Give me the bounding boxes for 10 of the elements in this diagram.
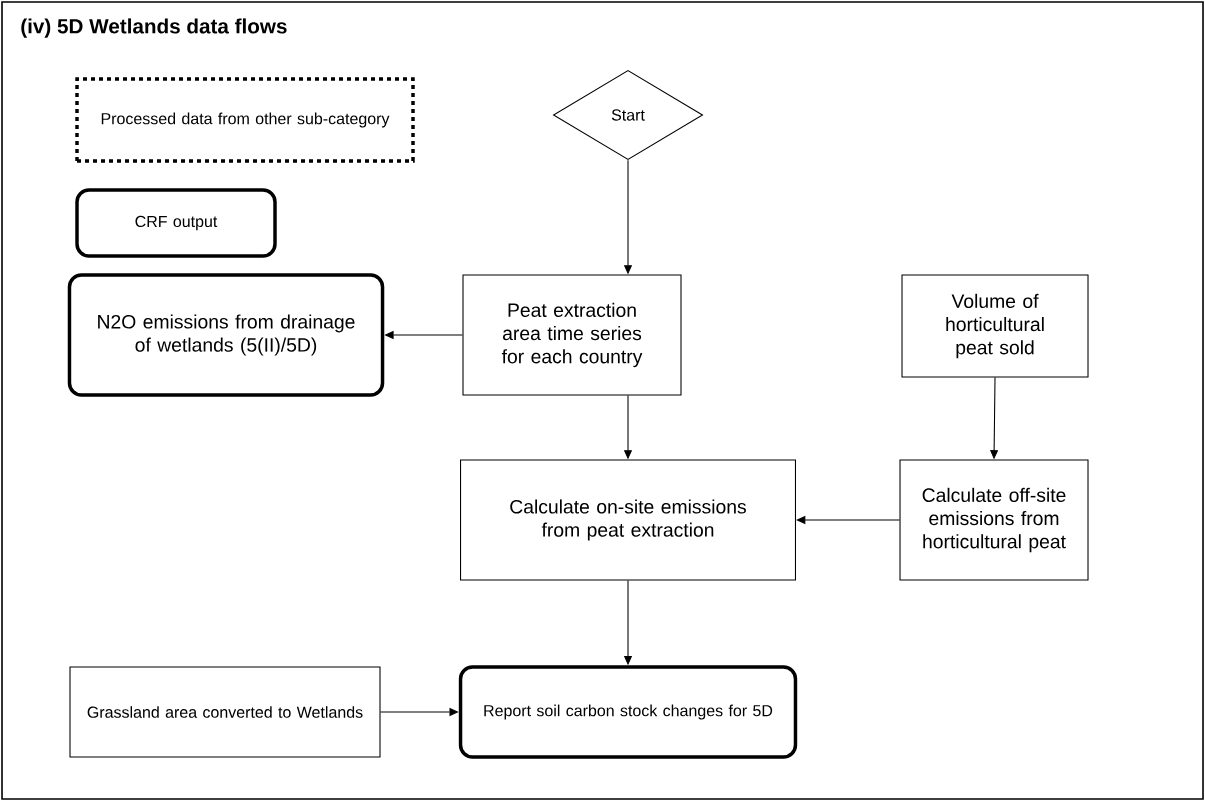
process-box: Calculate on-site emissions from peat extraction (460, 459, 796, 581)
process-box: Calculate off-site emissions from horticultural peat (899, 459, 1089, 581)
source-box: Processed data from other sub-category (75, 77, 415, 163)
output-box: Report soil carbon stock changes for 5D (458, 665, 798, 759)
process-box: Peat extraction area time series for each country (462, 274, 682, 396)
output-box: CRF output (75, 188, 277, 258)
input-box: Grassland area converted to Wetlands (69, 666, 381, 758)
title: (iv) 5D Wetlands data flows (21, 18, 287, 38)
output-box: N2O emissions from drainage of wetlands (5(II)/5D) (67, 273, 385, 397)
process-box: Volume of horticultural peat sold (901, 274, 1089, 378)
